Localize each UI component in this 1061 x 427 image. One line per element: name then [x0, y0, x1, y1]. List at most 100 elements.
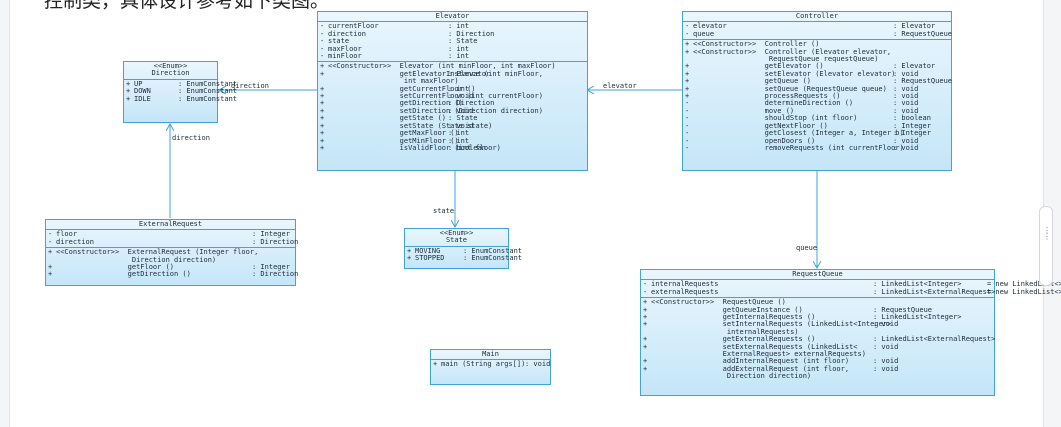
member-type: : RequestQueue — [893, 77, 953, 86]
visibility: + — [320, 114, 325, 123]
member-name: getQueueInstance () — [651, 305, 803, 314]
visibility: - — [643, 287, 648, 296]
member-type: : int — [448, 84, 470, 93]
class-name: Direction — [151, 69, 190, 78]
member-name: setInternalRequests (LinkedList<Integer> — [651, 320, 892, 329]
enum-state[interactable]: <<Enum>>State+MOVING: EnumConstant+STOPP… — [404, 228, 522, 269]
member-name: getNextFloor () — [693, 121, 828, 130]
class-controller[interactable]: Controller-elevator: Elevator-queue: Req… — [682, 11, 952, 171]
visibility: - — [685, 29, 690, 38]
member-name: <<Constructor>> Controller (Elevator ele… — [693, 47, 892, 56]
member-name: IDLE — [134, 94, 151, 103]
operation-row: internalRequests) — [643, 327, 994, 336]
class-name: State — [445, 236, 468, 245]
member-name: isValidFloor (int floor) — [328, 143, 501, 152]
member-name: RequestQueue requestQueue) — [693, 55, 879, 64]
member-name: internalRequests) — [651, 327, 799, 336]
visibility: + — [126, 87, 131, 96]
class-header: Main — [431, 350, 550, 361]
visibility: + — [320, 106, 325, 115]
operation-row: +<<Constructor>> ExternalRequest (Intege… — [48, 248, 295, 257]
member-type: : void — [448, 121, 474, 130]
member-name: setQueue (RequestQueue queue) — [693, 84, 887, 93]
class-request-queue[interactable]: RequestQueue-internalRequests: LinkedLis… — [640, 269, 1061, 396]
member-name: int maxFloor) — [328, 77, 459, 86]
member-type — [893, 41, 951, 48]
operation-row: - move (): void — [685, 107, 951, 115]
class-external-request[interactable]: ExternalRequest-floor: Integer-direction… — [45, 219, 299, 286]
class-header: Controller — [683, 12, 951, 23]
default-value: = new LinkedList<>() — [987, 287, 1061, 296]
operation-row: + getMinFloor (): int — [320, 136, 587, 145]
visibility: + — [685, 62, 690, 71]
member-type: : void — [873, 364, 899, 373]
member-name: getQueue () — [693, 77, 812, 86]
operation-row: Direction direction) — [643, 372, 994, 380]
attribute-row: -direction: Direction — [48, 238, 298, 246]
operation-row: +main (String args[]): void — [433, 360, 550, 369]
label-state: state — [433, 207, 455, 215]
operation-row: + setCurrentFloor (int currentFloor): vo… — [320, 92, 587, 100]
attribute-row: -floor: Integer — [48, 230, 295, 239]
visibility: + — [685, 92, 690, 101]
member-type: : Integer — [252, 230, 290, 239]
attribute-row: -maxFloor: int — [320, 44, 587, 53]
visibility: + — [685, 77, 690, 86]
member-name: removeRequests (int currentFloor) — [693, 143, 904, 152]
visibility: + — [685, 47, 690, 56]
operation-row: + getQueue () : RequestQueue — [685, 77, 953, 86]
member-type: : Elevator — [893, 22, 936, 31]
member-name: direction — [328, 29, 366, 38]
member-name: Direction direction) — [56, 255, 217, 264]
member-name: MOVING — [415, 246, 441, 255]
attribute-row: -currentFloor: int — [320, 22, 587, 30]
operation-row: - removeRequests (int currentFloor): voi… — [685, 143, 951, 152]
attribute-row: -internalRequests: LinkedList<Integer>= … — [643, 280, 1061, 289]
operation-row: + processRequests (): void — [685, 92, 951, 101]
member-name: addExternalRequest (int floor, — [651, 364, 850, 373]
member-name: ExternalRequest> externalRequests) — [651, 350, 866, 359]
member-type: : void — [873, 320, 899, 329]
visibility: + — [320, 121, 325, 130]
class-header: <<Enum>>State — [405, 229, 508, 247]
member-type: : Elevator — [893, 62, 936, 71]
member-type: : int — [448, 136, 470, 145]
visibility: + — [320, 99, 325, 108]
member-type — [252, 249, 292, 256]
visibility: + — [643, 335, 648, 344]
member-name: main (String args[]) — [441, 360, 526, 369]
visibility: + — [48, 248, 53, 257]
member-name: internalRequests — [651, 280, 719, 289]
class-elevator[interactable]: Elevator -currentFloor: int -direction : Di… — [317, 11, 588, 171]
member-type: : Direction — [448, 29, 495, 38]
operation-row: RequestQueue requestQueue) — [685, 55, 951, 64]
attribute-row: -queue: RequestQueue — [685, 29, 953, 38]
member-type — [873, 373, 983, 380]
class-name: Elevator — [435, 12, 470, 20]
visibility: - — [320, 44, 325, 53]
member-type: : void — [893, 136, 919, 145]
member-name: <<Constructor>> ExternalRequest (Integer… — [56, 248, 259, 257]
visibility: - — [685, 121, 690, 130]
member-name: elevator — [693, 22, 727, 31]
class-main[interactable]: Main+main (String args[]): void — [430, 349, 551, 385]
operations-section: +<<Constructor>> Elevator (int minFloor,… — [318, 62, 587, 153]
enum-direction[interactable]: <<Enum>>Direction+UP: EnumConstant+DOWN:… — [123, 61, 237, 123]
visibility: + — [643, 320, 648, 329]
visibility: + — [126, 94, 131, 103]
member-name: getInternalRequests () — [651, 313, 816, 322]
member-type: : Integer — [893, 121, 931, 130]
attributes-section: +UP: EnumConstant+DOWN: EnumConstant+IDL… — [124, 80, 237, 104]
more-options-icon[interactable]: ⋮⋮ — [1043, 227, 1051, 241]
side-scroll-handle[interactable] — [1039, 206, 1053, 286]
member-type: : RequestQueue — [893, 29, 953, 38]
member-name: <<Constructor>> Controller () — [693, 40, 820, 49]
member-type: : EnumConstant — [463, 254, 523, 263]
member-type: : Direction — [252, 270, 299, 279]
member-type: : void — [873, 357, 899, 366]
member-name: setExternalRequests (LinkedList< — [651, 342, 858, 351]
member-type: : Direction — [448, 99, 495, 108]
attributes-section: -currentFloor: int -direction : Direction -… — [318, 22, 587, 63]
attribute-row: +UP: EnumConstant — [126, 80, 237, 88]
